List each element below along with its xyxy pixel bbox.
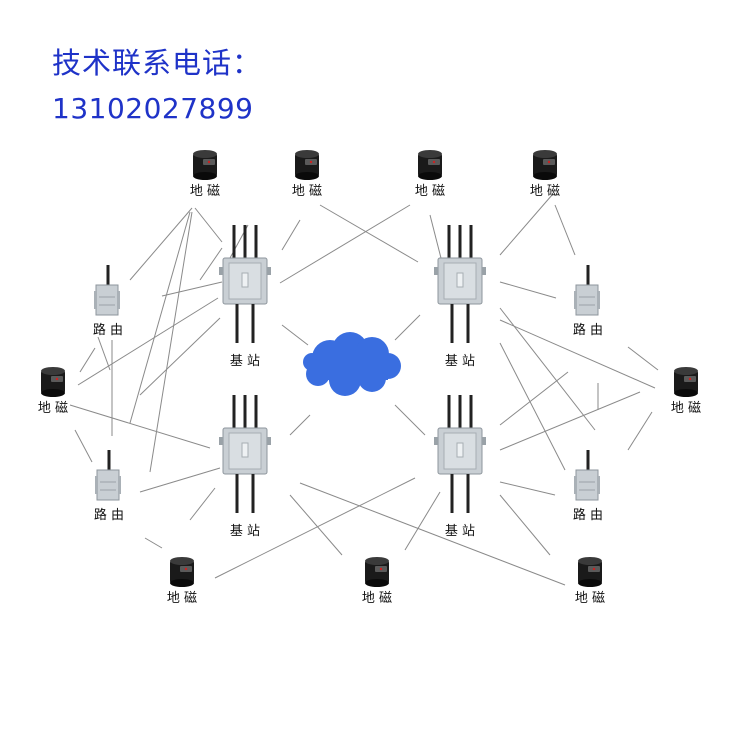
- router-label: 路 由: [573, 507, 603, 523]
- connection-line: [499, 319, 656, 389]
- nodes: 地 磁地 磁地 磁地 磁地 磁地 磁地 磁地 磁地 磁路 由路 由路 由路 由基…: [38, 150, 701, 606]
- connection-line: [289, 494, 343, 556]
- connection-line: [79, 347, 96, 373]
- contact-title: 技术联系电话：: [52, 46, 263, 80]
- connection-line: [554, 204, 576, 256]
- connection-line: [429, 214, 443, 263]
- connection-line: [299, 482, 566, 586]
- connection-line: [394, 314, 421, 341]
- connection-line: [144, 537, 163, 549]
- connection-line: [499, 307, 596, 431]
- connection-line: [499, 371, 569, 426]
- router-icon: [574, 450, 600, 501]
- connection-line: [627, 411, 653, 451]
- geomagnetic-sensor-icon: [170, 557, 194, 587]
- connection-line: [627, 346, 659, 371]
- sensor-label: 地 磁: [292, 184, 322, 199]
- base-station-label: 基 站: [230, 354, 260, 369]
- connection-line: [74, 429, 93, 463]
- geomagnetic-sensor-icon: [365, 557, 389, 587]
- sensor-label: 地 磁: [38, 401, 68, 416]
- router-icon: [95, 450, 121, 501]
- connection-line: [404, 491, 441, 551]
- contact-phone: 13102027899: [52, 92, 254, 125]
- cloud-icon: [303, 332, 401, 396]
- connection-line: [499, 481, 556, 496]
- connection-line: [139, 317, 221, 396]
- sensor-label: 地 磁: [415, 184, 445, 199]
- connection-line: [194, 207, 223, 243]
- router-label: 路 由: [573, 322, 603, 338]
- router-icon: [574, 265, 600, 316]
- router-label: 路 由: [94, 507, 124, 523]
- connection-line: [499, 342, 566, 471]
- base-station-icon: [219, 225, 271, 343]
- sensor-label: 地 磁: [671, 401, 701, 416]
- connection-line: [161, 281, 223, 297]
- sensor-label: 地 磁: [190, 184, 220, 199]
- connection-line: [319, 204, 419, 263]
- geomagnetic-sensor-icon: [578, 557, 602, 587]
- connection-line: [281, 324, 309, 346]
- connection-line: [77, 297, 219, 386]
- sensor-label: 地 磁: [167, 591, 197, 606]
- router-label: 路 由: [93, 322, 123, 338]
- connection-line: [394, 404, 426, 436]
- connection-line: [97, 336, 111, 371]
- geomagnetic-sensor-icon: [193, 150, 217, 180]
- sensor-label: 地 磁: [530, 184, 560, 199]
- geomagnetic-sensor-icon: [674, 367, 698, 397]
- geomagnetic-sensor-icon: [41, 367, 65, 397]
- base-station-icon: [219, 395, 271, 513]
- geomagnetic-sensor-icon: [418, 150, 442, 180]
- base-station-label: 基 站: [230, 524, 260, 539]
- connection-line: [499, 494, 551, 556]
- connection-line: [281, 219, 301, 251]
- connection-line: [289, 414, 311, 436]
- base-station-label: 基 站: [445, 354, 475, 369]
- connection-line: [189, 487, 216, 521]
- connection-line: [214, 477, 416, 579]
- connection-line: [139, 467, 221, 493]
- router-icon: [94, 265, 120, 316]
- connection-line: [149, 211, 193, 473]
- connection-line: [199, 247, 223, 281]
- connection-line: [69, 404, 211, 449]
- base-station-label: 基 站: [445, 524, 475, 539]
- base-station-icon: [434, 225, 486, 343]
- connection-line: [279, 204, 411, 284]
- connection-line: [129, 207, 193, 281]
- connection-line: [129, 211, 191, 424]
- connection-lines: [69, 194, 659, 586]
- sensor-label: 地 磁: [575, 591, 605, 606]
- geomagnetic-sensor-icon: [533, 150, 557, 180]
- connection-line: [499, 281, 557, 299]
- connection-line: [499, 391, 641, 451]
- sensor-label: 地 磁: [362, 591, 392, 606]
- connection-line: [499, 194, 553, 256]
- geomagnetic-sensor-icon: [295, 150, 319, 180]
- base-station-icon: [434, 395, 486, 513]
